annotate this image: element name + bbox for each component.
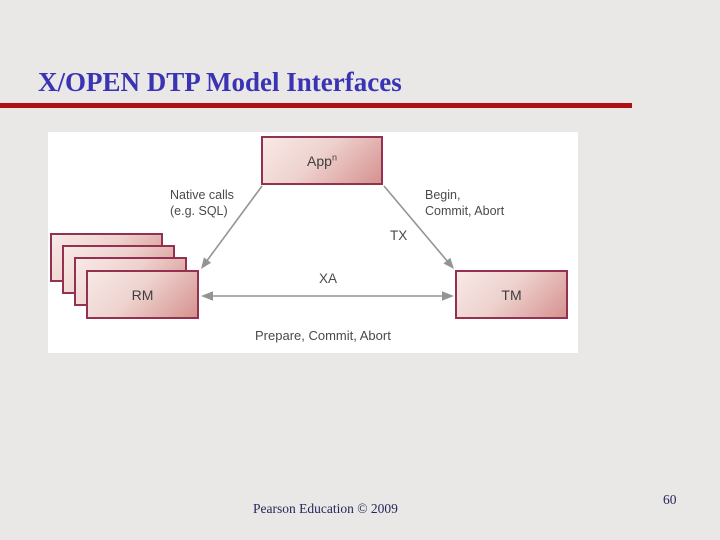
begin-commit-abort-label: Begin, Commit, Abort — [425, 188, 505, 218]
tx-interface-label: TX — [390, 228, 408, 243]
footer-credit: Pearson Education © 2009 — [253, 501, 398, 516]
prepare-commit-abort-label: Prepare, Commit, Abort — [255, 328, 391, 343]
app-superscript: n — [331, 151, 337, 162]
tm-node: TM — [455, 270, 568, 319]
rm-node-label: RM — [131, 286, 154, 303]
arrow-app-to-rm — [205, 185, 263, 263]
arrow-app-to-tm — [383, 185, 449, 263]
app-node-label: Appn — [307, 151, 337, 169]
arrowhead-xa-right-icon — [442, 291, 454, 301]
dtp-diagram-panel: RM Appn TM Native calls (e.g. SQL) Begin… — [48, 132, 578, 353]
arrowhead-rm-diagonal-icon — [201, 257, 212, 269]
app-node: Appn — [261, 136, 383, 185]
arrowhead-tm-diagonal-icon — [443, 257, 454, 269]
xa-interface-label: XA — [318, 271, 337, 286]
title-underline-rule — [0, 103, 632, 108]
diagram-arrows — [201, 185, 454, 301]
page-number: 60 — [663, 492, 677, 507]
native-calls-label: Native calls (e.g. SQL) — [170, 188, 234, 218]
rm-node: RM — [86, 270, 199, 319]
arrowhead-xa-left-icon — [201, 291, 213, 301]
tm-node-label: TM — [501, 286, 522, 303]
slide-title: X/OPEN DTP Model Interfaces — [38, 67, 402, 97]
